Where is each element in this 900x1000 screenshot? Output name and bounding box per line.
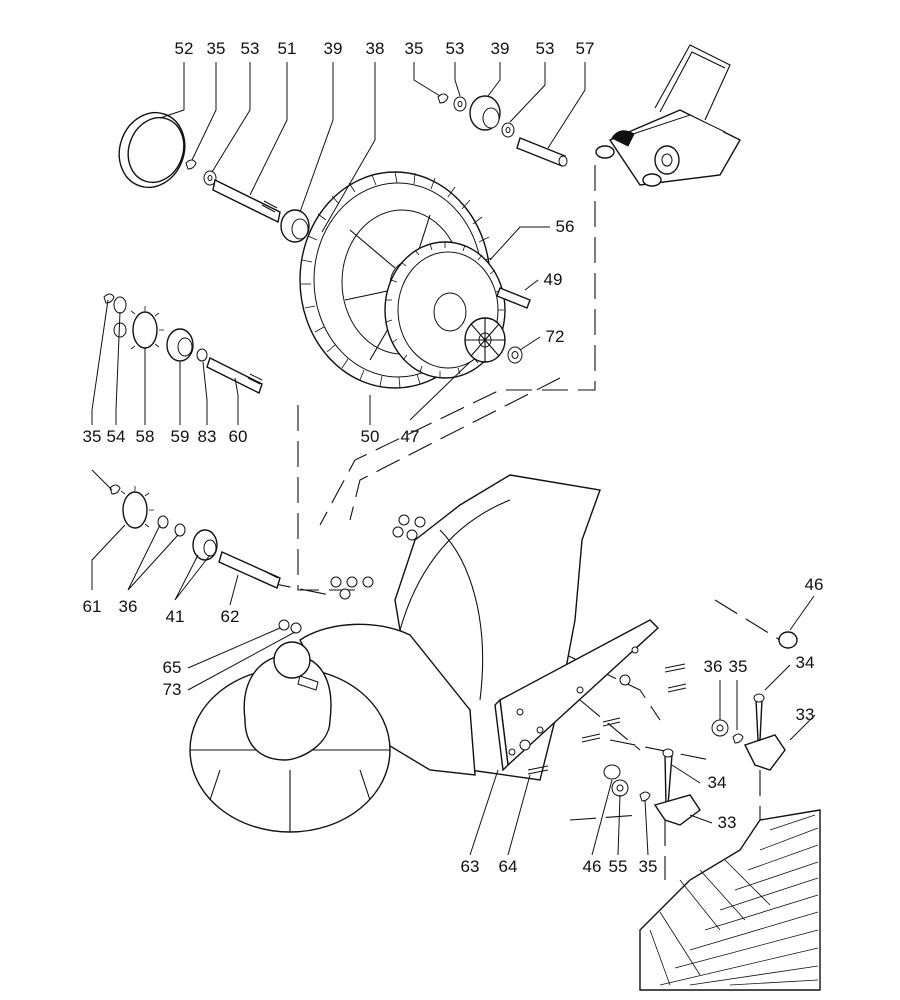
part-label: 49 [544,270,563,289]
left-gear-train-lower [109,484,281,589]
mounting-plate-63 [494,619,660,772]
part-label: 60 [229,427,248,446]
retaining-ring-52 [118,111,186,189]
part-label: 59 [171,427,190,446]
left-gear-train-upper [103,293,263,394]
screws [527,663,687,775]
part-label: 35 [405,39,424,58]
part-label: 52 [175,39,194,58]
hub-47 [464,317,523,364]
part-label: 64 [499,857,518,876]
upper-axle-assembly [185,159,328,249]
part-label: 34 [796,653,815,672]
sweeper-illustration [595,44,741,187]
part-label: 57 [576,39,595,58]
part-label: 62 [221,607,240,626]
part-label: 56 [556,217,575,236]
brush-roller [639,809,821,991]
part-label: 53 [446,39,465,58]
part-label: 33 [718,813,737,832]
part-label: 39 [324,39,343,58]
part-label: 73 [163,680,182,699]
caster-assembly [189,641,391,833]
hardware-cluster [278,514,426,634]
part-label: 46 [583,857,602,876]
part-label: 35 [729,657,748,676]
part-label: 50 [361,427,380,446]
part-label: 39 [491,39,510,58]
part-label: 58 [136,427,155,446]
part-label: 38 [366,39,385,58]
pin-49 [496,287,531,309]
upper-right-axle-assembly [437,93,568,167]
part-label: 36 [704,657,723,676]
part-label: 34 [708,773,727,792]
part-label: 61 [83,597,102,616]
part-label: 47 [401,427,420,446]
part-label: 63 [461,857,480,876]
part-label: 51 [278,39,297,58]
part-label: 53 [536,39,555,58]
lower-right-hardware [603,631,798,826]
part-label: 41 [166,607,185,626]
part-label: 83 [198,427,217,446]
part-label: 35 [639,857,658,876]
part-label: 35 [207,39,226,58]
part-label: 33 [796,705,815,724]
part-number-labels: 52 35 53 51 39 38 35 53 39 53 57 56 49 7… [83,39,824,876]
leader-lines [91,62,816,856]
part-label: 54 [107,427,126,446]
part-label: 36 [119,597,138,616]
part-label: 35 [83,427,102,446]
part-label: 65 [163,658,182,677]
part-label: 72 [546,327,565,346]
part-label: 55 [609,857,628,876]
part-label: 53 [241,39,260,58]
part-label: 46 [805,575,824,594]
